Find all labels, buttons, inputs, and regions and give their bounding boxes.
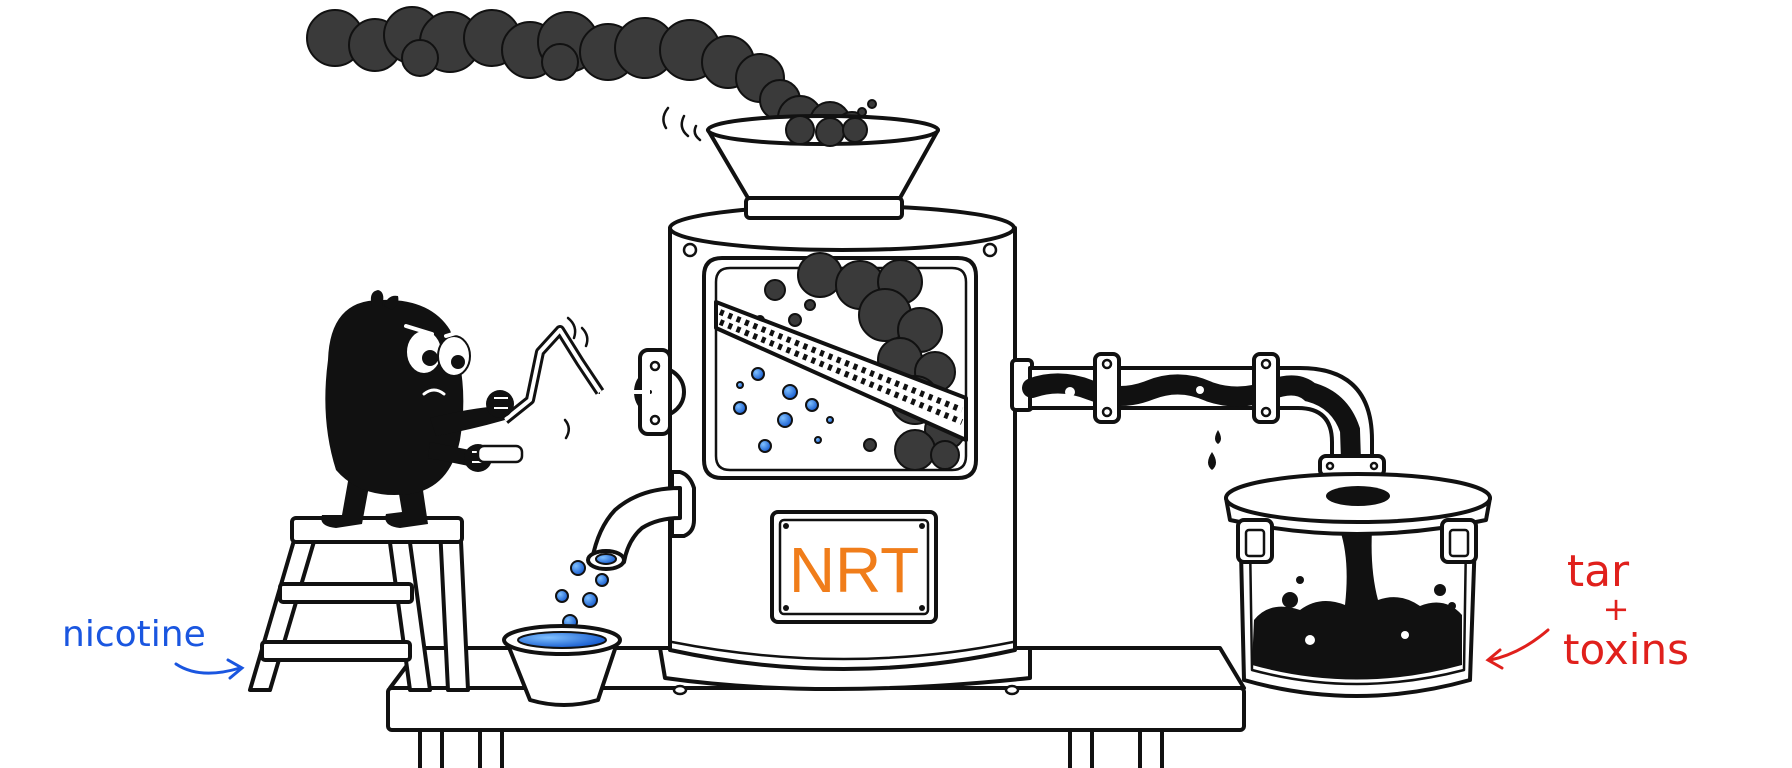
crank-handle — [501, 316, 686, 440]
tar-pipe — [1010, 352, 1386, 502]
filter-mesh — [714, 300, 968, 442]
nicotine-droplets-in-window — [733, 367, 834, 453]
falling-nicotine-drops — [555, 560, 609, 630]
smoke-entering-funnel — [785, 99, 877, 147]
nrt-plate-label: NRT — [789, 534, 919, 606]
step-ladder — [248, 516, 470, 692]
toxins-label: toxins — [1563, 625, 1689, 674]
nrt-plate — [770, 510, 938, 624]
nicotine-label: nicotine — [62, 614, 206, 655]
tar-container — [1224, 472, 1492, 698]
tar-toxins-arrow — [1485, 628, 1550, 670]
smoke-motion-lines — [662, 106, 702, 142]
blob-character — [321, 290, 524, 528]
tar-label: tar — [1567, 546, 1630, 597]
tar-plus-label: + — [1603, 590, 1630, 628]
smoke-cloud — [306, 6, 869, 145]
nicotine-bowl — [502, 624, 622, 707]
nicotine-spout — [586, 470, 696, 571]
nicotine-arrow — [174, 658, 245, 680]
